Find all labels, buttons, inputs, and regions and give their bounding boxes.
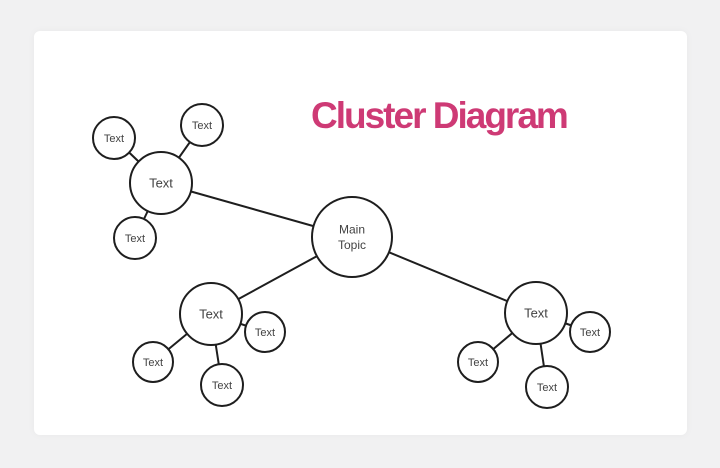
node-circle-cluster-1-sat-2: [180, 103, 224, 147]
node-label-cluster-3: Text: [524, 306, 548, 321]
diagram-node-cluster-3-sat-3: Text: [525, 365, 569, 409]
node-label-cluster-2-sat-3: Text: [212, 380, 232, 392]
diagram-node-cluster-1-sat-1: Text: [92, 116, 136, 160]
node-label-cluster-2-sat-1: Text: [255, 327, 275, 339]
node-circle-cluster-2-sat-3: [200, 363, 244, 407]
diagram-node-cluster-2-sat-1: Text: [244, 311, 286, 353]
node-label-cluster-1-sat-2: Text: [192, 120, 212, 132]
node-label-cluster-1-sat-3: Text: [125, 233, 145, 245]
node-label-cluster-1: Text: [149, 176, 173, 191]
node-circle-cluster-1: [129, 151, 193, 215]
node-label-cluster-3-sat-3: Text: [537, 382, 557, 394]
node-circle-cluster-1-sat-3: [113, 216, 157, 260]
node-circle-cluster-3-sat-1: [569, 311, 611, 353]
node-circle-main-topic: [311, 196, 393, 278]
node-label-cluster-2-sat-2: Text: [143, 357, 163, 369]
diagram-node-cluster-1: Text: [129, 151, 193, 215]
diagram-node-cluster-3-sat-1: Text: [569, 311, 611, 353]
node-label-cluster-3-sat-1: Text: [580, 327, 600, 339]
node-label-cluster-3-sat-2: Text: [468, 357, 488, 369]
diagram-node-cluster-3-sat-2: Text: [457, 341, 499, 383]
node-circle-cluster-2: [179, 282, 243, 346]
node-circle-cluster-3: [504, 281, 568, 345]
diagram-title: Cluster Diagram: [311, 95, 569, 136]
diagram-node-cluster-3: Text: [504, 281, 568, 345]
node-circle-cluster-3-sat-3: [525, 365, 569, 409]
node-circle-cluster-2-sat-1: [244, 311, 286, 353]
diagram-node-cluster-2-sat-2: Text: [132, 341, 174, 383]
node-label-cluster-2: Text: [199, 307, 223, 322]
diagram-node-cluster-1-sat-3: Text: [113, 216, 157, 260]
node-label-cluster-1-sat-1: Text: [104, 133, 124, 145]
node-circle-cluster-2-sat-2: [132, 341, 174, 383]
diagram-node-cluster-2-sat-3: Text: [200, 363, 244, 407]
diagram-node-cluster-1-sat-2: Text: [180, 103, 224, 147]
diagram-node-cluster-2: Text: [179, 282, 243, 346]
node-circle-cluster-1-sat-1: [92, 116, 136, 160]
node-circle-cluster-3-sat-2: [457, 341, 499, 383]
